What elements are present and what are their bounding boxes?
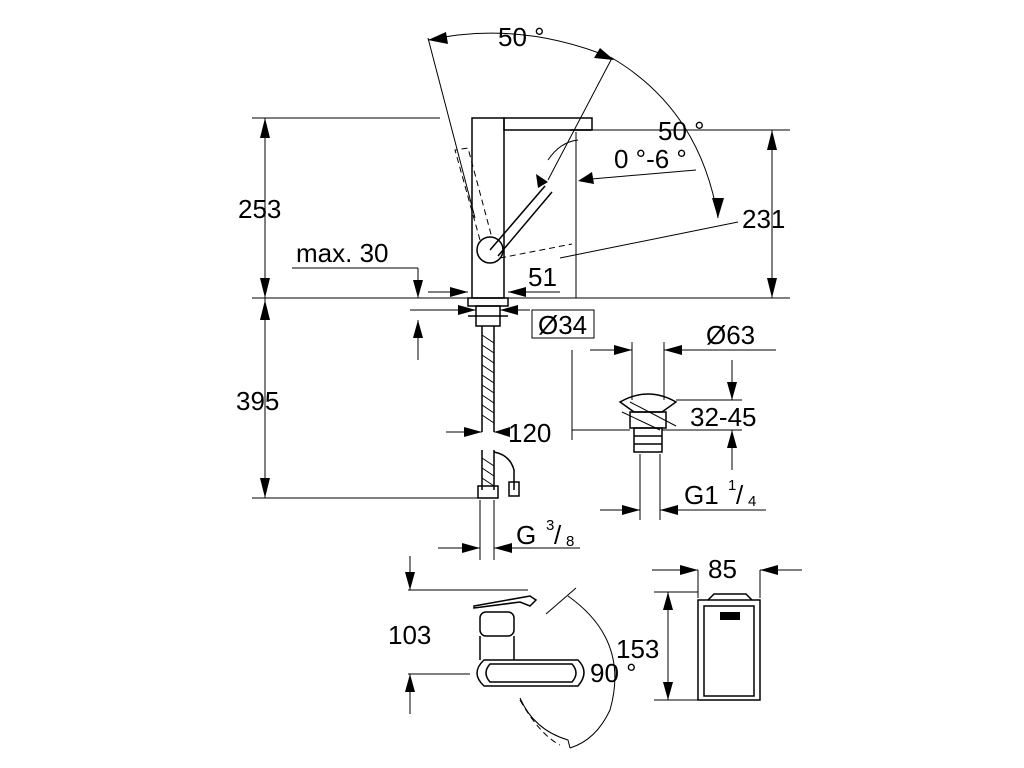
label-waste-diameter: Ø63 <box>706 320 755 350</box>
label-top-view-depth: 103 <box>388 620 431 650</box>
thread-main-numerator: 3 <box>546 517 554 534</box>
label-tilt: 0 °-6 ° <box>614 144 687 174</box>
label-waste-range: 32-45 <box>690 402 757 432</box>
thread-main-denominator: 8 <box>566 533 574 550</box>
front-dimension-lines <box>252 32 790 560</box>
packaging-box <box>652 565 802 701</box>
faucet-top-view <box>405 556 616 749</box>
label-below-depth: 395 <box>236 386 279 416</box>
hose <box>477 326 520 499</box>
label-hose-offset: 120 <box>508 418 551 448</box>
label-angle-side: 50 ° <box>658 116 705 146</box>
label-box-height: 153 <box>616 634 659 664</box>
svg-text:/: / <box>554 520 562 550</box>
thread-waste-denominator: 4 <box>748 493 756 510</box>
label-diameter-base: Ø34 <box>538 310 587 340</box>
waste-fitting <box>571 342 776 520</box>
thread-waste-letter: G1 <box>684 480 719 510</box>
label-max: max. 30 <box>296 238 389 268</box>
label-thread-waste: G1 1 / 4 <box>684 477 756 510</box>
thread-main-letter: G <box>516 520 536 550</box>
label-angle-top: 50 ° <box>498 22 545 52</box>
label-height-right: 231 <box>742 204 785 234</box>
svg-text:/: / <box>736 480 744 510</box>
label-thread-main: G 3 / 8 <box>516 517 574 550</box>
thread-waste-numerator: 1 <box>728 477 736 494</box>
label-box-width: 85 <box>708 554 737 584</box>
faucet-front-view <box>454 117 593 499</box>
label-spout-offset: 51 <box>528 262 557 292</box>
label-height-left: 253 <box>238 194 281 224</box>
label-swivel-angle: 90 ° <box>590 658 637 688</box>
